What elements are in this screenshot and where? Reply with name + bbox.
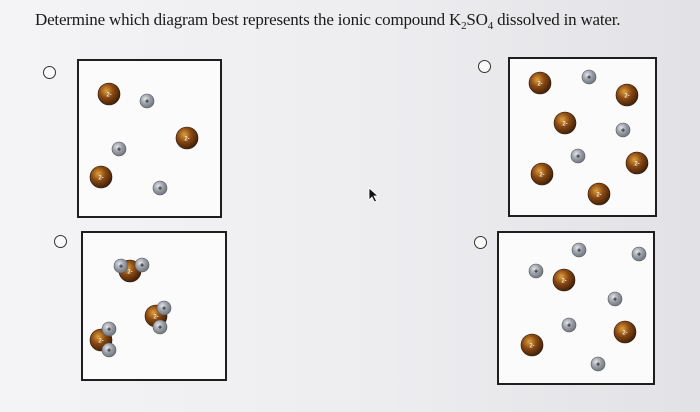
svg-text:2-: 2- [153,315,158,321]
svg-text:2-: 2- [539,173,544,179]
question-prefix: Determine which diagram best represents … [35,10,462,29]
sulfate-ion: 2- [587,182,611,206]
sulfate-ion: 2- [615,83,639,107]
svg-text:2-: 2- [106,93,111,99]
question-so: SO [466,10,488,29]
diagram-a-canvas: 2- 2- 2- + + + [89,82,199,196]
sulfate-ion: 2- [528,71,552,95]
diagram-option-a[interactable]: 2- 2- 2- + + + [77,59,222,218]
subscript-4: 4 [487,20,494,32]
svg-text:2-: 2- [529,344,534,350]
svg-text:+: + [117,147,121,154]
svg-text:+: + [587,75,591,82]
potassium-ion: + [113,258,129,274]
radio-option-a[interactable] [43,66,56,79]
svg-text:2-: 2- [562,122,567,128]
svg-text:+: + [107,327,111,334]
svg-text:+: + [577,248,581,255]
sulfate-ion: 2- [89,165,113,189]
sulfate-ion: 2- [175,126,199,150]
potassium-ion: + [134,257,150,273]
svg-text:+: + [534,269,538,276]
svg-text:+: + [621,128,625,135]
svg-text:2-: 2- [98,176,103,182]
potassium-ion: + [570,148,586,164]
radio-option-b[interactable] [478,60,491,73]
potassium-ion: + [101,321,117,337]
svg-text:2-: 2- [622,331,627,337]
svg-text:+: + [613,297,617,304]
potassium-ion: + [528,263,544,279]
subscript-2: 2 [461,20,467,32]
sulfate-ion: 2- [97,82,121,106]
diagram-option-c[interactable]: 2-2-2-++++++ [81,231,227,381]
potassium-ion: + [631,246,647,262]
svg-text:+: + [567,323,571,330]
potassium-ion: + [156,300,172,316]
svg-text:+: + [596,362,600,369]
mouse-pointer-icon [368,187,380,203]
diagram-option-d[interactable]: 2- 2- 2- + + + + + + [497,231,655,385]
radio-option-c[interactable] [54,235,67,248]
potassium-ion: + [581,69,597,85]
potassium-ion: + [152,319,168,335]
svg-text:+: + [119,264,123,271]
svg-text:+: + [145,99,149,106]
question-text: Determine which diagram best represents … [35,10,621,32]
potassium-ion: + [561,317,577,333]
potassium-ion: + [607,291,623,307]
potassium-ion: + [101,342,117,358]
potassium-ion: + [615,122,631,138]
potassium-ion: + [111,141,127,157]
svg-text:2-: 2- [537,82,542,88]
svg-text:2-: 2- [624,94,629,100]
sulfate-ion: 2- [553,111,577,135]
svg-text:+: + [158,186,162,193]
sulfate-ion: 2- [552,268,576,292]
potassium-ion: + [139,93,155,109]
question-suffix: dissolved in water. [493,10,621,29]
diagram-option-b[interactable]: 2- 2- 2- 2- 2- 2- + + + [508,57,657,217]
sulfate-ion: 2- [530,162,554,186]
sulfate-ion: 2- [613,320,637,344]
svg-text:2-: 2- [634,162,639,168]
radio-option-d[interactable] [474,236,487,249]
potassium-ion: + [152,180,168,196]
svg-text:+: + [107,348,111,355]
svg-text:+: + [637,252,641,259]
svg-text:2-: 2- [98,339,103,345]
svg-text:+: + [140,263,144,270]
sulfate-ion: 2- [520,333,544,357]
sulfate-ion: 2- [625,151,649,175]
svg-text:2-: 2- [561,279,566,285]
diagram-c-canvas: 2-2-2-++++++ [89,257,172,358]
svg-text:+: + [576,154,580,161]
diagram-b-canvas: 2- 2- 2- 2- 2- 2- + + + [528,69,649,206]
diagram-d-canvas: 2- 2- 2- + + + + + + [520,242,647,372]
svg-text:+: + [158,325,162,332]
svg-text:2-: 2- [127,270,132,276]
potassium-ion: + [590,356,606,372]
svg-text:+: + [162,306,166,313]
potassium-ion: + [571,242,587,258]
svg-text:2-: 2- [596,193,601,199]
svg-text:2-: 2- [184,137,189,143]
